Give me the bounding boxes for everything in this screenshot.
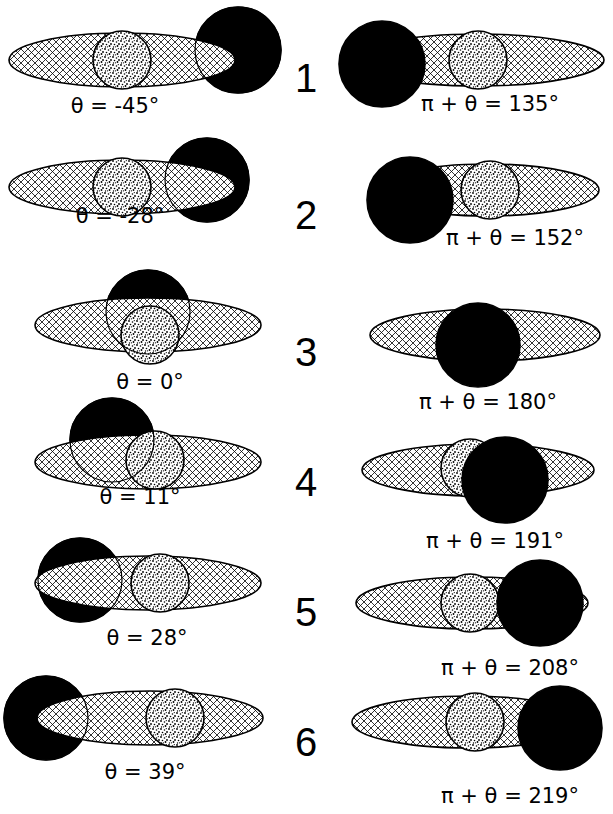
- angle-label: π + θ = 208°: [441, 658, 579, 679]
- panel-left-3: [35, 270, 261, 364]
- angle-label: θ = 28°: [106, 628, 187, 649]
- angle-label: π + θ = 152°: [446, 228, 584, 249]
- panel-right-6: [352, 686, 602, 770]
- panel-left-1: [9, 7, 281, 93]
- panel-right-4: [362, 437, 594, 523]
- panel-left-5: [35, 538, 261, 622]
- angle-label: θ = 0°: [116, 372, 184, 393]
- row-number: 4: [295, 462, 317, 502]
- angle-label: θ = 39°: [104, 762, 185, 783]
- panel-right-3: [370, 303, 600, 387]
- row-number: 5: [295, 592, 317, 632]
- angle-label: θ = 11°: [99, 487, 180, 508]
- row-number: 1: [295, 58, 317, 98]
- panel-left-4: [35, 398, 261, 489]
- angle-label: π + θ = 219°: [441, 786, 579, 807]
- panel-right-5: [356, 560, 588, 646]
- angle-label: π + θ = 135°: [421, 94, 559, 115]
- angle-label: π + θ = 191°: [426, 531, 564, 552]
- row-number: 3: [295, 332, 317, 372]
- angle-label: π + θ = 180°: [419, 392, 557, 413]
- angle-label: θ = -45°: [71, 96, 160, 117]
- row-number: 2: [295, 195, 317, 235]
- angle-label: θ = -28°: [76, 206, 165, 227]
- row-number: 6: [295, 722, 317, 762]
- panel-left-6: [4, 676, 263, 760]
